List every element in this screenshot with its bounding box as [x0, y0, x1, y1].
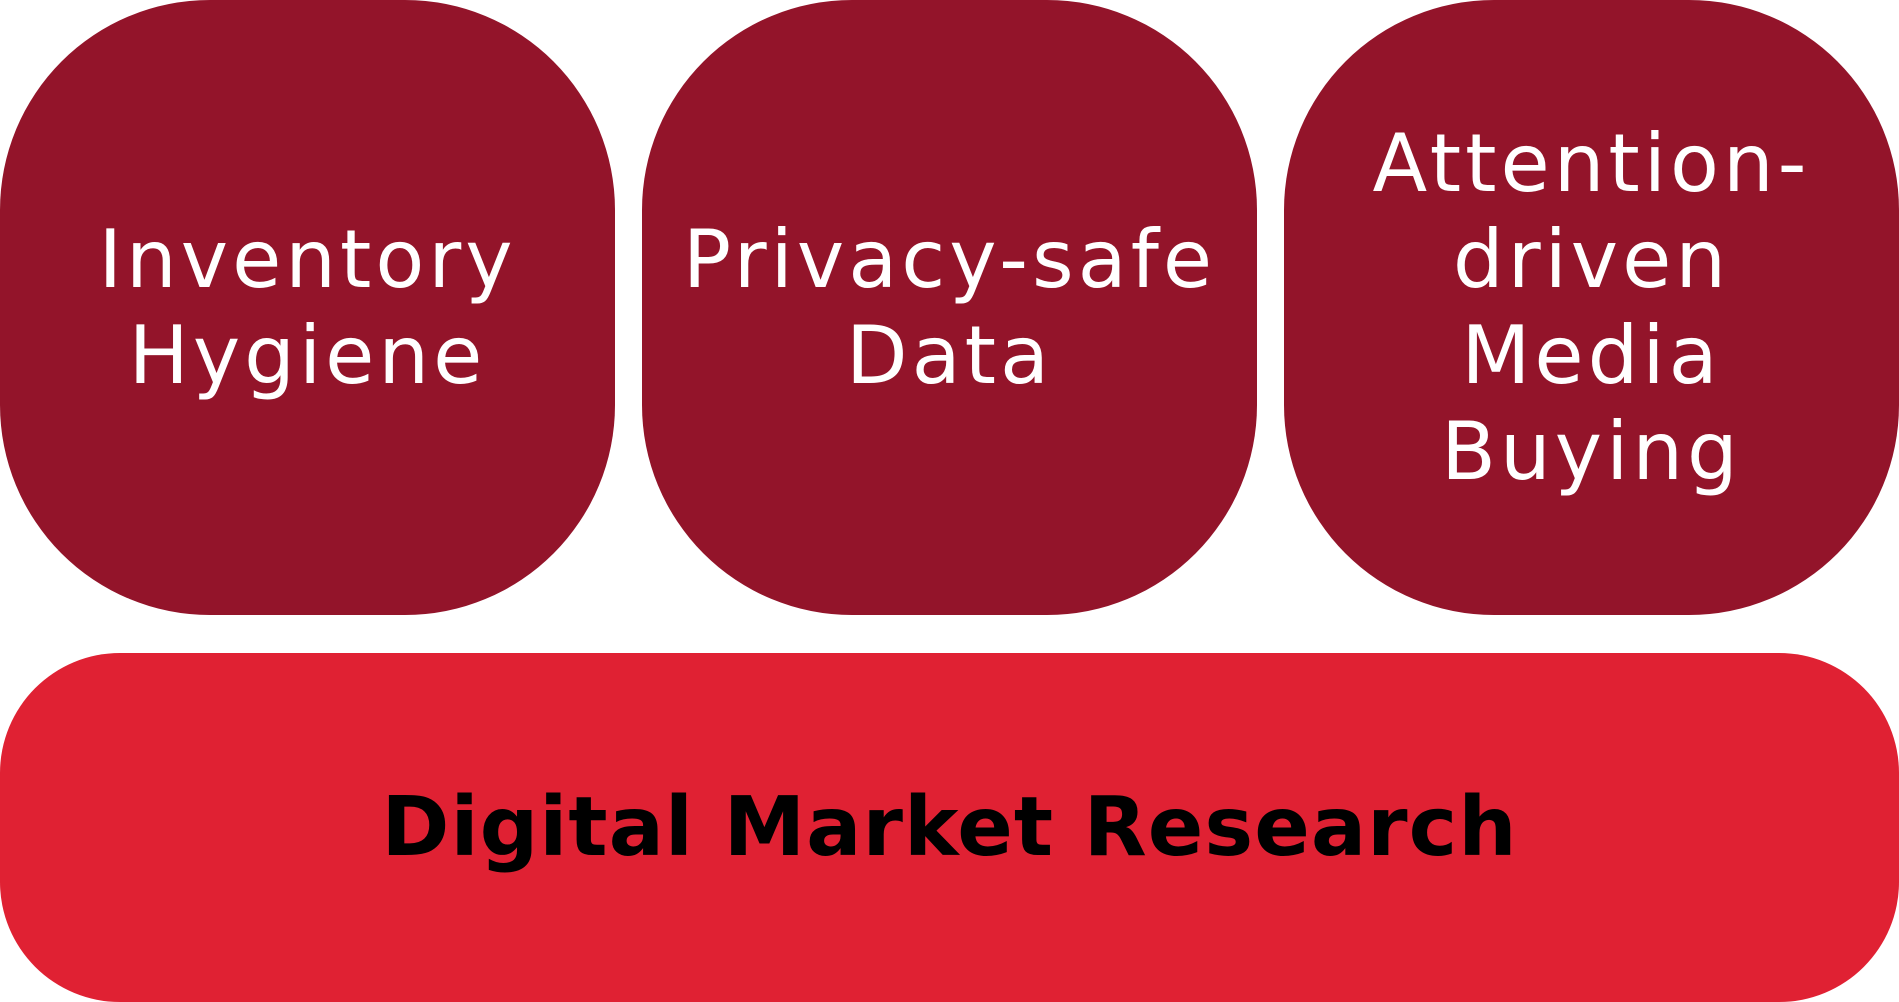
pillar-label-line: Media — [1461, 308, 1722, 402]
foundation-block: Digital Market Research — [0, 653, 1899, 1002]
pillar-attention-driven-media-buying: Attention- driven Media Buying — [1284, 0, 1899, 615]
pillar-label-line: Buying — [1441, 404, 1742, 498]
pillar-label: Attention- driven Media Buying — [1372, 116, 1810, 500]
pillar-label-line: Data — [845, 308, 1053, 402]
pillar-inventory-hygiene: Inventory Hygiene — [0, 0, 615, 615]
pillar-label-line: Privacy-safe — [682, 212, 1217, 306]
pillar-label-line: driven — [1452, 212, 1731, 306]
foundation-label: Digital Market Research — [381, 780, 1518, 875]
pillar-label: Privacy-safe Data — [683, 212, 1216, 404]
pillar-label: Inventory Hygiene — [98, 212, 516, 404]
pillar-privacy-safe-data: Privacy-safe Data — [642, 0, 1257, 615]
pillar-label-line: Hygiene — [128, 308, 487, 402]
pillar-label-line: Inventory — [98, 212, 517, 306]
pillar-label-line: Attention- — [1372, 116, 1811, 210]
